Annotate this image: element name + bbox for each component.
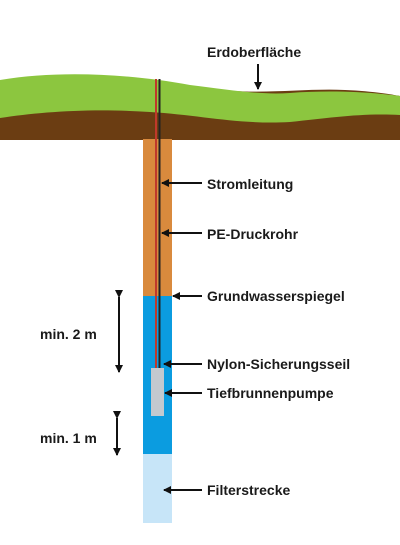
pressure-pipe-label: PE-Druckrohr bbox=[207, 226, 299, 242]
groundwater-level-label: Grundwasserspiegel bbox=[207, 288, 345, 304]
min-depth-lower-label: min. 1 m bbox=[40, 430, 97, 446]
min-depth-upper-label: min. 2 m bbox=[40, 326, 97, 342]
filter-section-label: Filterstrecke bbox=[207, 482, 291, 498]
safety-rope-label: Nylon-Sicherungsseil bbox=[207, 356, 351, 372]
well-casing bbox=[143, 139, 172, 296]
filter-section bbox=[143, 454, 172, 523]
grass-layer bbox=[0, 74, 400, 123]
pump-label: Tiefbrunnenpumpe bbox=[207, 385, 334, 401]
surface-label: Erdoberfläche bbox=[207, 44, 302, 60]
power-line-label: Stromleitung bbox=[207, 176, 294, 192]
pump-body bbox=[151, 368, 164, 416]
